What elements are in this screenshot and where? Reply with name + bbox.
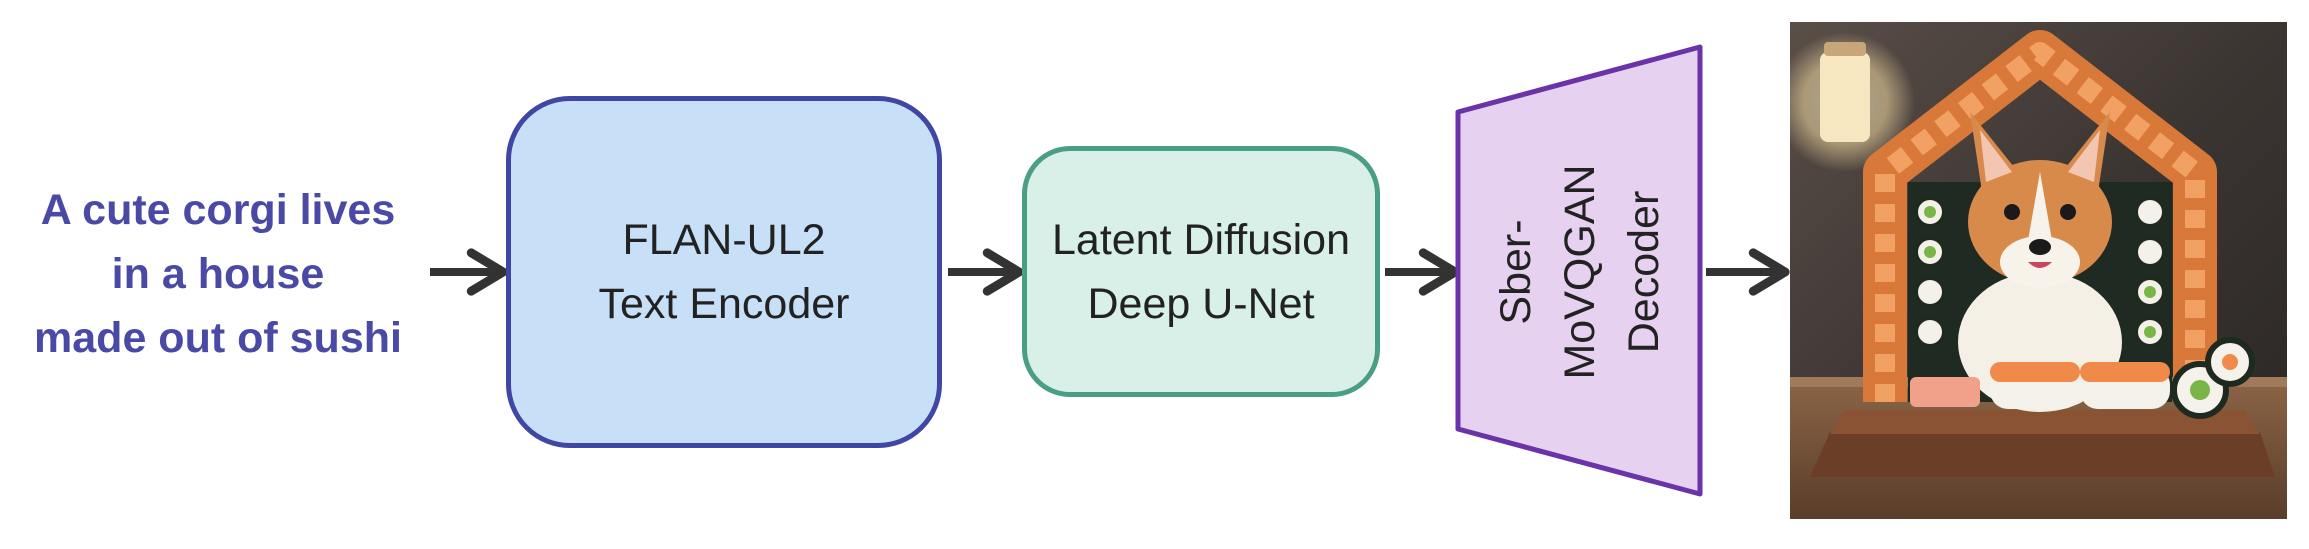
unet-line-1: Latent Diffusion	[1051, 215, 1351, 264]
generated-image	[1790, 22, 2287, 519]
prompt-line-1: A cute corgi lives	[40, 186, 396, 234]
text-encoder-block: FLAN-UL2 Text Encoder	[506, 96, 942, 448]
prompt-line-3: made out of sushi	[34, 314, 402, 362]
decoder-line-2: MoVQGAN	[1556, 164, 1604, 380]
text-encoder-line-1: FLAN-UL2	[622, 216, 826, 264]
unet-line-2: Deep U-Net	[1087, 279, 1315, 328]
decoder-block	[1455, 44, 1703, 497]
unet-block: Latent Diffusion Deep U-Net	[1022, 146, 1380, 397]
decoder-line-3: Decoder	[1620, 190, 1668, 354]
input-prompt: A cute corgi lives in a house made out o…	[0, 178, 436, 370]
decoder-line-1: Sber-	[1492, 219, 1540, 325]
decoder-label: Sber- MoVQGAN Decoder	[1484, 164, 1676, 379]
prompt-line-2: in a house	[111, 250, 325, 298]
text-encoder-line-2: Text Encoder	[598, 280, 850, 328]
